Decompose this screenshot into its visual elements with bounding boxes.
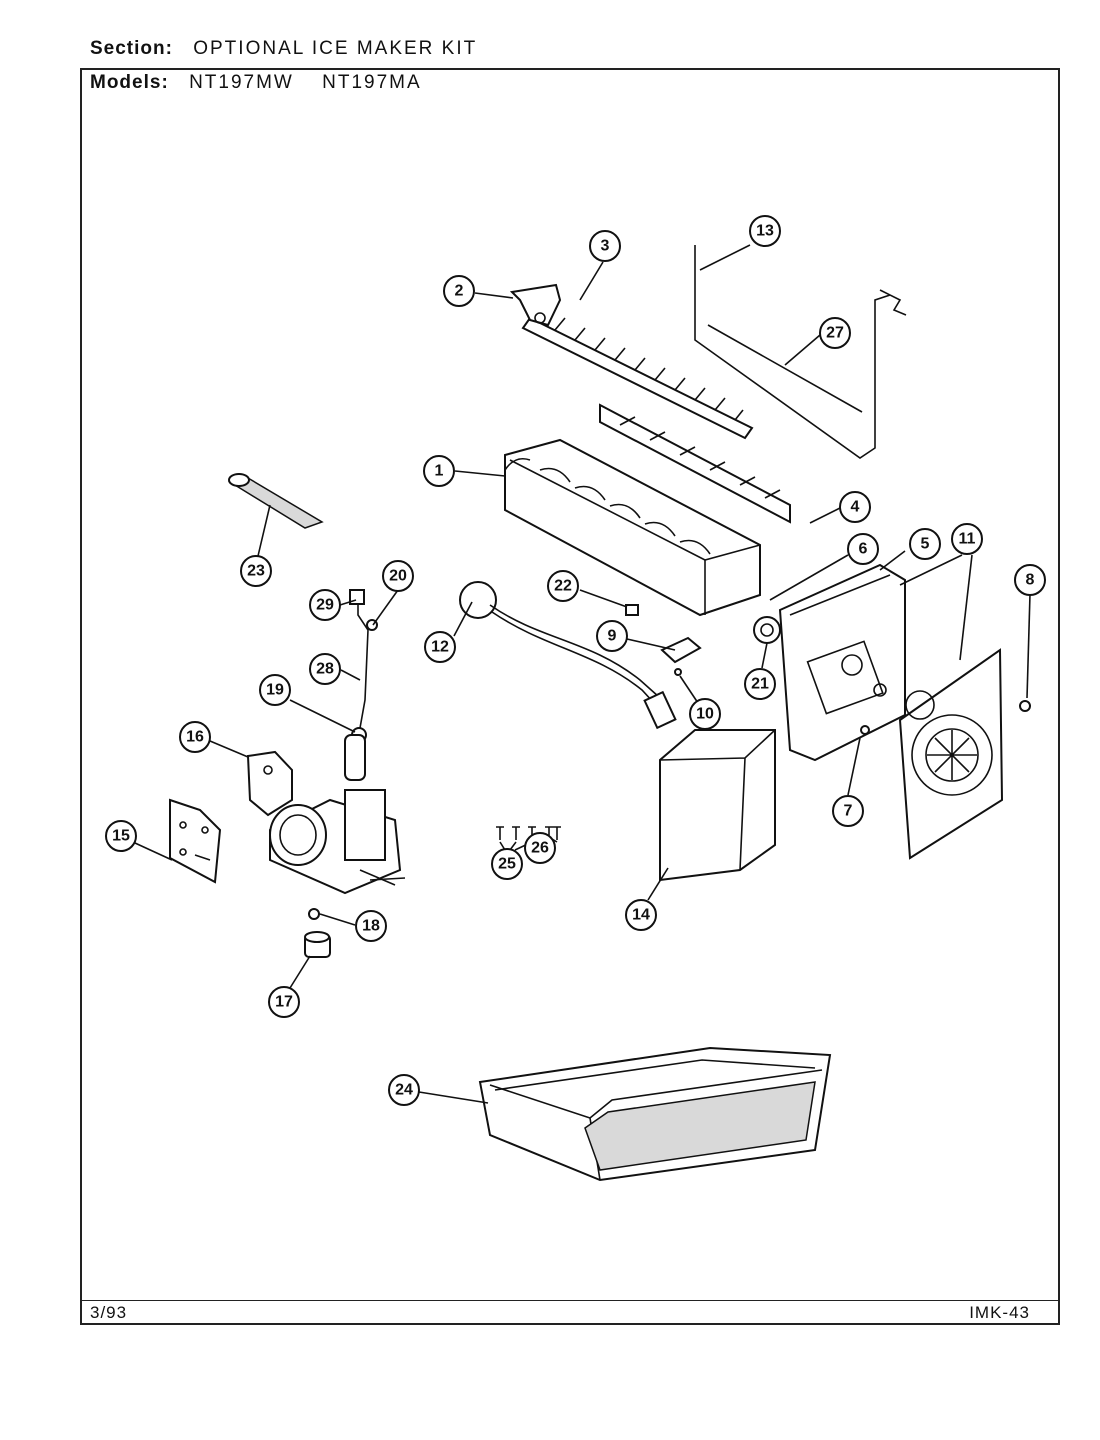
part-wiring-harness: [459, 581, 677, 730]
callout-number: 2: [455, 283, 464, 300]
callout-29: 29: [309, 589, 341, 621]
callout-number: 21: [751, 676, 769, 693]
callout-number: 18: [362, 918, 380, 935]
footer-date: 3/93: [90, 1303, 128, 1322]
callout-number: 26: [531, 840, 549, 857]
part-housing: [778, 563, 906, 762]
callout-14: 14: [625, 899, 657, 931]
callout-number: 6: [859, 541, 868, 558]
part-cover-module: [898, 648, 1004, 860]
callout-number: 17: [275, 994, 293, 1011]
callout-25: 25: [491, 848, 523, 880]
callout-23: 23: [240, 555, 272, 587]
part-fill-tube: [228, 473, 324, 529]
footer-page-code: IMK-43: [969, 1303, 1030, 1322]
callout-17: 17: [268, 986, 300, 1018]
callout-9: 9: [596, 620, 628, 652]
callout-number: 9: [608, 628, 617, 645]
callout-number: 23: [247, 563, 265, 580]
callout-13: 13: [749, 215, 781, 247]
part-shut-off-arm: [694, 245, 907, 459]
models-label: Models:: [90, 72, 169, 93]
callout-number: 5: [921, 536, 930, 553]
models-header: Models: NT197MW NT197MA: [90, 72, 422, 94]
callout-12: 12: [424, 631, 456, 663]
part-thermostat-screw: [860, 700, 1031, 735]
callout-number: 28: [316, 661, 334, 678]
part-washer: [308, 908, 320, 920]
section-title: OPTIONAL ICE MAKER KIT: [193, 38, 478, 59]
callout-number: 13: [756, 223, 774, 240]
callout-5: 5: [909, 528, 941, 560]
callout-18: 18: [355, 910, 387, 942]
callout-number: 7: [844, 803, 853, 820]
model-number-1: NT197MW: [189, 72, 294, 93]
part-water-valve: [246, 734, 406, 895]
callout-number: 24: [395, 1082, 413, 1099]
callout-27: 27: [819, 317, 851, 349]
callout-number: 25: [498, 856, 516, 873]
callout-number: 27: [826, 325, 844, 342]
callout-11: 11: [951, 523, 983, 555]
callout-10: 10: [689, 698, 721, 730]
part-nut: [304, 931, 331, 958]
callout-20: 20: [382, 560, 414, 592]
callout-number: 20: [389, 568, 407, 585]
part-motor-bracket: [509, 283, 562, 327]
callout-24: 24: [388, 1074, 420, 1106]
callout-number: 15: [112, 828, 130, 845]
callout-21: 21: [744, 668, 776, 700]
callout-number: 19: [266, 682, 284, 699]
diagram-frame: [80, 68, 1060, 1325]
callout-2: 2: [443, 275, 475, 307]
callout-number: 14: [632, 907, 650, 924]
callout-number: 29: [316, 597, 334, 614]
part-ice-bin: [478, 1046, 832, 1182]
part-stripper: [599, 403, 791, 524]
callout-16: 16: [179, 721, 211, 753]
section-header: Section: OPTIONAL ICE MAKER KIT: [90, 38, 477, 60]
callout-number: 16: [186, 729, 204, 746]
model-number-2: NT197MA: [322, 72, 422, 93]
section-label: Section:: [90, 38, 173, 59]
callout-28: 28: [309, 653, 341, 685]
part-ejector-blade: [521, 316, 754, 440]
callout-number: 8: [1026, 572, 1035, 589]
callout-6: 6: [847, 533, 879, 565]
callout-1: 1: [423, 455, 455, 487]
callout-26: 26: [524, 832, 556, 864]
callout-number: 11: [959, 531, 976, 548]
part-valve-bracket: [169, 798, 222, 884]
part-mold-body: [504, 438, 761, 617]
callout-number: 1: [435, 463, 444, 480]
part-shield-clips: [625, 604, 702, 676]
callout-7: 7: [832, 795, 864, 827]
footer-rule: [80, 1300, 1060, 1301]
callout-number: 12: [431, 639, 449, 656]
callout-4: 4: [839, 491, 871, 523]
callout-19: 19: [259, 674, 291, 706]
callout-number: 3: [601, 238, 610, 255]
callout-3: 3: [589, 230, 621, 262]
callout-15: 15: [105, 820, 137, 852]
callout-number: 22: [554, 578, 572, 595]
callout-number: 10: [696, 706, 714, 723]
part-thermostat: [753, 616, 781, 644]
part-screws: [496, 826, 561, 840]
part-insulation-block: [659, 729, 776, 882]
callout-22: 22: [547, 570, 579, 602]
part-inlet-tube: [349, 589, 378, 743]
callout-number: 4: [851, 499, 860, 516]
callout-8: 8: [1014, 564, 1046, 596]
